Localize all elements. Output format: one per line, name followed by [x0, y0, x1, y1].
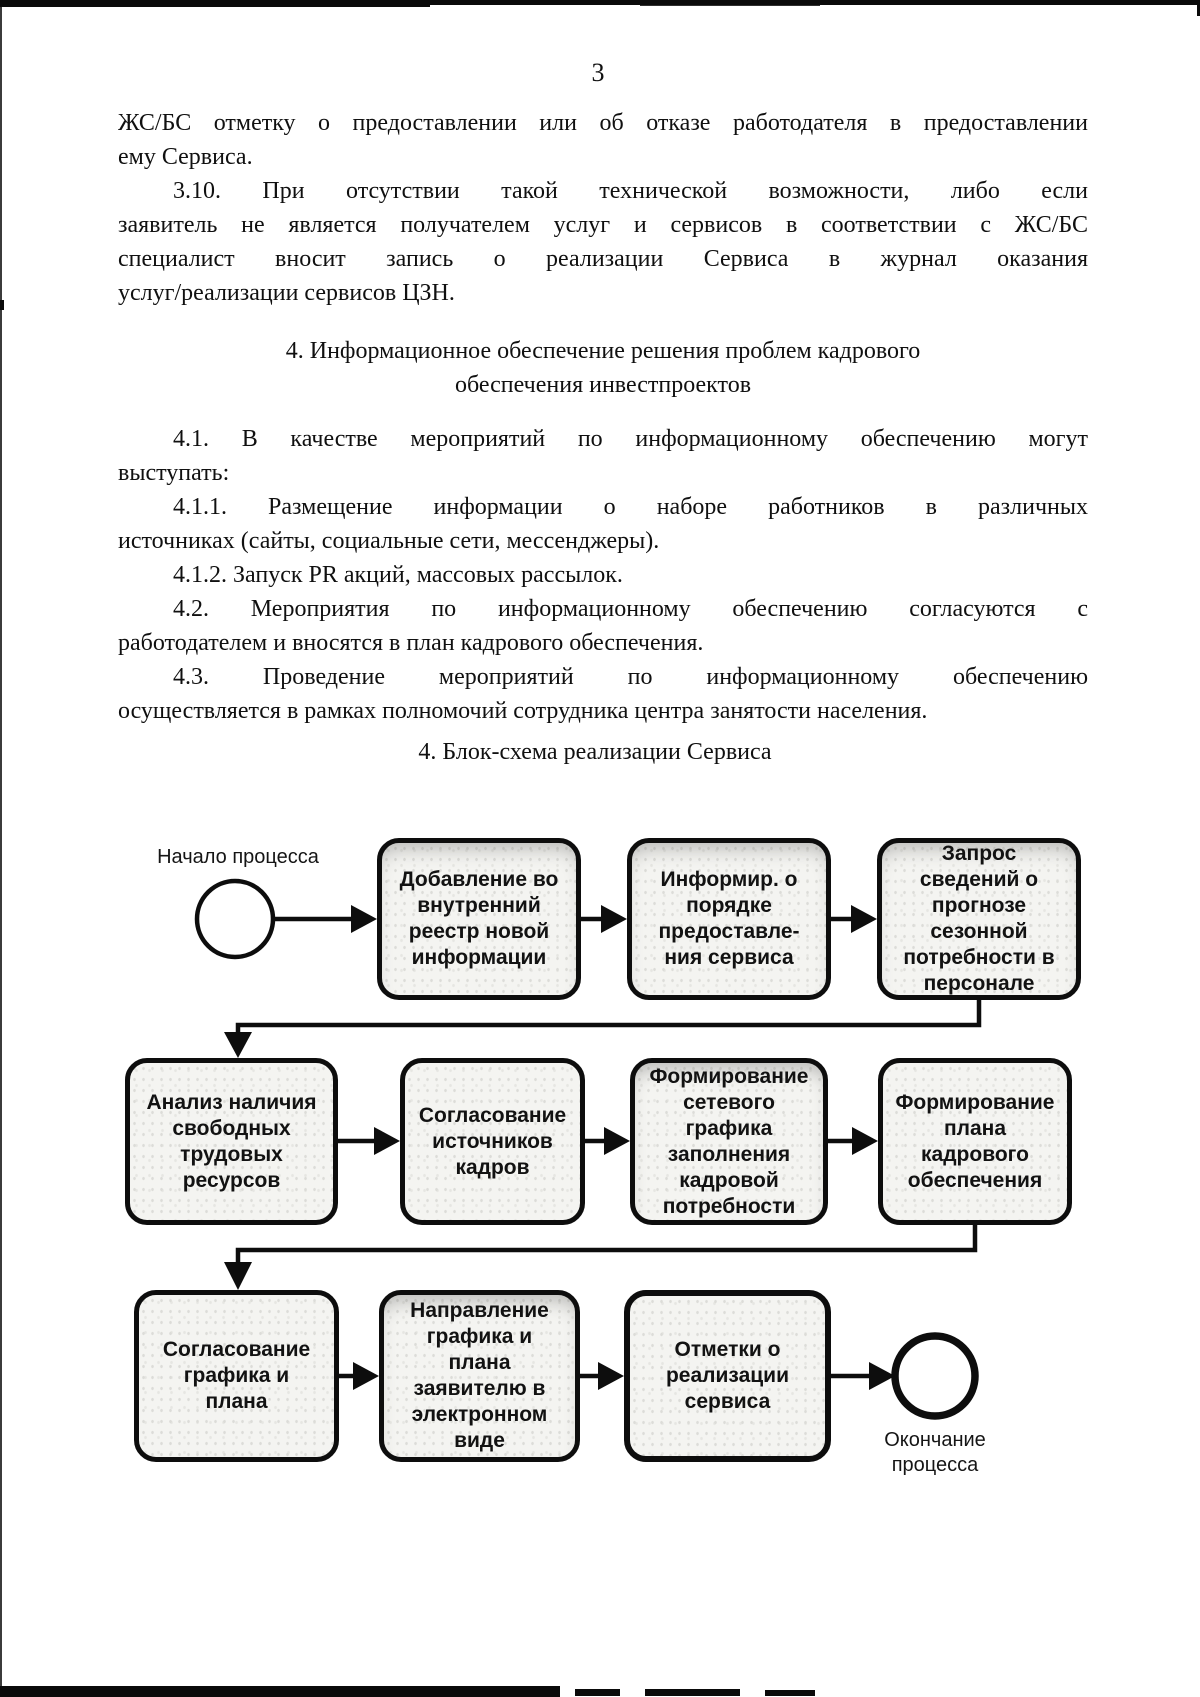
scan-artifact-bottom-bar	[0, 1686, 560, 1697]
arrowhead	[869, 1362, 895, 1390]
scan-artifact-bottom-dash	[575, 1689, 620, 1696]
scan-artifact-top-line-thick	[0, 3, 430, 7]
text-line: работодателем и вносятся в план кадровог…	[118, 630, 704, 656]
text-line: ему Сервиса.	[118, 144, 253, 170]
flow-step-agree-sources: Согласование источников кадров	[400, 1058, 585, 1225]
connector-row2-row3	[235, 1225, 978, 1264]
arrowhead	[852, 1127, 878, 1155]
paragraph-4-1-2: 4.1.2. Запуск PR акций, массовых рассыло…	[118, 558, 1088, 592]
heading-line: 4. Информационное обеспечение решения пр…	[285, 338, 921, 364]
paragraph-4-1-1: 4.1.1. Размещение информации о наборе ра…	[118, 490, 1088, 558]
end-event-label: Окончание процесса	[884, 1429, 986, 1476]
arrowhead	[351, 905, 377, 933]
flow-step-form-schedule: Формирование сетевого графика заполнения…	[630, 1058, 828, 1225]
arrowhead	[374, 1127, 400, 1155]
scan-artifact-bottom-dash	[645, 1689, 740, 1696]
text-line: 4.3. Проведение мероприятий по информаци…	[173, 664, 1088, 690]
diagram-title: 4. Блок-схема реализации Сервиса	[418, 739, 772, 765]
text-line: специалист вносит запись о реализации Се…	[118, 246, 1088, 272]
start-event-label: Начало процесса	[157, 846, 319, 868]
text-line: заявитель не является получателем услуг …	[118, 212, 1088, 238]
paragraph-4-1: 4.1. В качестве мероприятий по информаци…	[118, 422, 1088, 490]
arrowhead	[598, 1362, 624, 1390]
text-line: 4.1. В качестве мероприятий по информаци…	[173, 426, 1088, 452]
section-heading: 4. Информационное обеспечение решения пр…	[118, 334, 1088, 402]
flow-step-marks-service: Отметки о реализации сервиса	[624, 1290, 831, 1462]
text-line: ЖС/БС отметку о предоставлении или об от…	[118, 110, 1088, 136]
scan-artifact-left-line	[0, 0, 2, 1697]
paragraph-intro: ЖС/БС отметку о предоставлении или об от…	[118, 106, 1088, 174]
flow-step-add-registry: Добавление во внутренний реестр новой ин…	[377, 838, 581, 1000]
paragraph-4-2: 4.2. Мероприятия по информационному обес…	[118, 592, 1088, 660]
document-body: ЖС/БС отметку о предоставлении или об от…	[118, 106, 1088, 728]
connector-row1-row2	[235, 1000, 982, 1034]
text-line: 3.10. При отсутствии такой технической в…	[173, 178, 1088, 204]
arrowhead	[851, 905, 877, 933]
scan-artifact-top-line	[0, 0, 1200, 5]
text-line: 4.1.2. Запуск PR акций, массовых рассыло…	[173, 562, 623, 588]
paragraph-3-10: 3.10. При отсутствии такой технической в…	[118, 174, 1088, 310]
flow-step-send-to-applicant: Направление графика и плана заявителю в …	[379, 1290, 580, 1462]
arrowhead-down	[224, 1262, 252, 1290]
arrowhead	[353, 1362, 379, 1390]
flow-step-request-forecast: Запрос сведений о прогнозе сезонной потр…	[877, 838, 1081, 1000]
flow-step-inform-order: Информир. о порядке предоставле- ния сер…	[627, 838, 831, 1000]
arrowhead-down	[224, 1032, 252, 1058]
flow-step-analyze-resources: Анализ наличия свободных трудовых ресурс…	[125, 1058, 338, 1225]
arrowhead	[604, 1127, 630, 1155]
paragraph-4-3: 4.3. Проведение мероприятий по информаци…	[118, 660, 1088, 728]
scan-artifact-right-tick	[1197, 0, 1200, 16]
arrowhead	[601, 905, 627, 933]
scan-artifact-top-segment	[640, 2, 820, 6]
page-number: 3	[591, 58, 605, 87]
scan-artifact-bottom-dash	[765, 1690, 815, 1696]
end-event-circle	[891, 1332, 979, 1420]
text-line: выступать:	[118, 460, 230, 486]
text-line: осуществляется в рамках полномочий сотру…	[118, 698, 928, 724]
text-line: 4.2. Мероприятия по информационному обес…	[173, 596, 1088, 622]
text-line: услуг/реализации сервисов ЦЗН.	[118, 280, 455, 306]
text-line: источниках (сайты, социальные сети, месс…	[118, 528, 660, 554]
text-line: 4.1.1. Размещение информации о наборе ра…	[173, 494, 1088, 520]
flow-step-form-plan: Формирование плана кадрового обеспечения	[878, 1058, 1072, 1225]
flow-step-agree-schedule-plan: Согласование графика и плана	[134, 1290, 339, 1462]
scan-artifact-left-tick	[0, 300, 4, 310]
heading-line: обеспечения инвестпроектов	[454, 372, 752, 398]
start-event-circle	[194, 878, 276, 960]
